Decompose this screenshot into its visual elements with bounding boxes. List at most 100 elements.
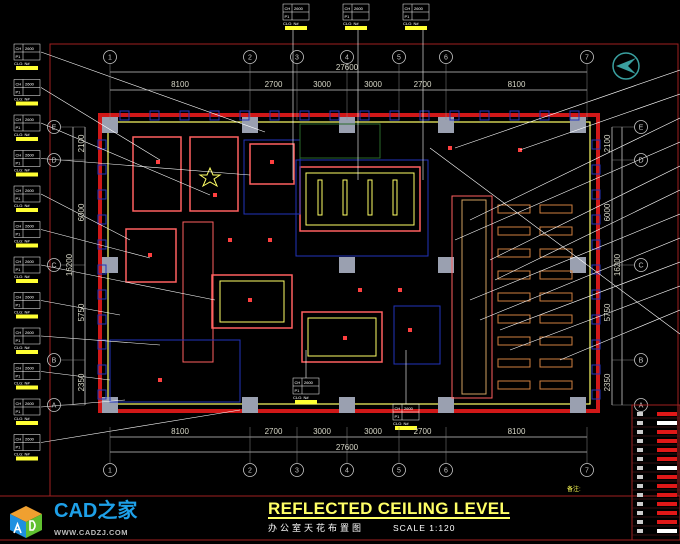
- grid-bubble: [634, 120, 648, 134]
- tag-height: 2600: [25, 188, 35, 193]
- light-panel: [497, 314, 531, 324]
- grid-label: 5: [397, 468, 401, 475]
- grid-label: 4: [345, 55, 349, 62]
- logo-name: CAD之家: [54, 500, 138, 522]
- tag-highlight: [16, 385, 38, 390]
- legend-label-bar: [657, 502, 677, 506]
- tag-height: 2600: [404, 406, 414, 411]
- tag-clg: CLG: N#: [403, 21, 419, 26]
- grid-bubble: [634, 153, 648, 167]
- wall-pier: [97, 314, 107, 325]
- dimension-segment: 8100: [508, 80, 526, 89]
- grid-bubble: [392, 50, 406, 64]
- wall-pier: [591, 139, 601, 150]
- wall-pier: [569, 110, 580, 121]
- grid-label: D: [638, 158, 643, 165]
- leader-line: [479, 237, 680, 321]
- grid-bubble: [392, 463, 406, 477]
- legend-symbol: [637, 421, 643, 425]
- dimension-segment: 2100: [603, 134, 612, 152]
- grid-label: 1: [108, 55, 112, 62]
- grid-bubble: [243, 463, 257, 477]
- tag-ch: CH: [345, 6, 351, 11]
- grid-bubble: [580, 463, 594, 477]
- tag-p: P1: [16, 90, 22, 95]
- tag-p: P1: [405, 14, 411, 19]
- tag-highlight: [16, 137, 38, 141]
- grid-label: C: [638, 263, 643, 270]
- grid-bubble: [634, 353, 648, 367]
- tag-clg: CLG: N#: [293, 395, 309, 400]
- light-panel: [539, 204, 573, 214]
- wall-pier: [591, 364, 601, 375]
- leader-line: [40, 371, 111, 381]
- stair-hatch: [461, 199, 487, 395]
- wall-pier: [591, 239, 601, 250]
- wall-pier: [97, 164, 107, 175]
- grid-label: A: [52, 403, 57, 410]
- light-panel: [497, 248, 531, 258]
- tag-ch: CH: [16, 401, 22, 406]
- tag-p: P1: [16, 125, 22, 130]
- tag-clg: CLG: N#: [14, 168, 30, 173]
- tag-p: P1: [345, 14, 351, 19]
- structural-column: [438, 257, 454, 273]
- light-panel: [497, 336, 531, 346]
- legend-label-bar: [657, 511, 677, 515]
- tag-ch: CH: [16, 366, 22, 371]
- wall-pier: [239, 110, 250, 121]
- grid-bubble: [290, 463, 304, 477]
- leader-line: [469, 117, 680, 221]
- leader-line: [40, 300, 121, 316]
- leader-line: [40, 122, 211, 196]
- grid-label: 2: [248, 55, 252, 62]
- dimension-segment: 8100: [508, 427, 526, 436]
- grid-label: C: [51, 263, 56, 270]
- light-panel: [539, 292, 573, 302]
- downlight: [448, 146, 452, 150]
- structural-column: [242, 117, 258, 133]
- wall-pier: [359, 110, 370, 121]
- tag-height: 2600: [25, 224, 35, 229]
- downlight: [268, 238, 272, 242]
- grid-label: 6: [444, 55, 448, 62]
- room-center: [211, 274, 293, 329]
- tag-clg: CLG: N#: [14, 97, 30, 102]
- leader-line: [519, 93, 680, 151]
- tag-height: 2600: [25, 46, 35, 51]
- leader-line: [469, 213, 680, 301]
- legend-label-bar: [657, 439, 677, 443]
- meeting-room-inner: [305, 172, 415, 226]
- leader-line: [559, 309, 680, 361]
- legend-symbol: [637, 484, 643, 488]
- tag-highlight: [16, 421, 38, 425]
- downlight: [228, 238, 232, 242]
- structural-column: [102, 117, 118, 133]
- grid-bubble: [47, 153, 61, 167]
- legend-symbol: [637, 457, 643, 461]
- wall-pier: [509, 110, 520, 121]
- tag-ch: CH: [405, 6, 411, 11]
- tag-highlight: [16, 172, 38, 177]
- dimension-overall: 27600: [336, 443, 359, 452]
- tag-height: 2600: [25, 366, 35, 371]
- leader-line: [509, 285, 680, 351]
- dimension-segment: 3000: [313, 427, 331, 436]
- light-panel: [497, 380, 531, 390]
- wall-pier: [591, 389, 601, 400]
- wall-pier: [591, 164, 601, 175]
- tag-height: 2600: [294, 6, 304, 11]
- tag-ch: CH: [16, 153, 22, 158]
- notes-label: 备注:: [567, 487, 581, 493]
- tag-p: P1: [16, 196, 22, 201]
- tag-ch: CH: [295, 380, 301, 385]
- wall-pier: [97, 339, 107, 350]
- grid-label: E: [639, 125, 644, 132]
- tag-height: 2600: [25, 153, 35, 158]
- tag-p: P1: [16, 232, 22, 237]
